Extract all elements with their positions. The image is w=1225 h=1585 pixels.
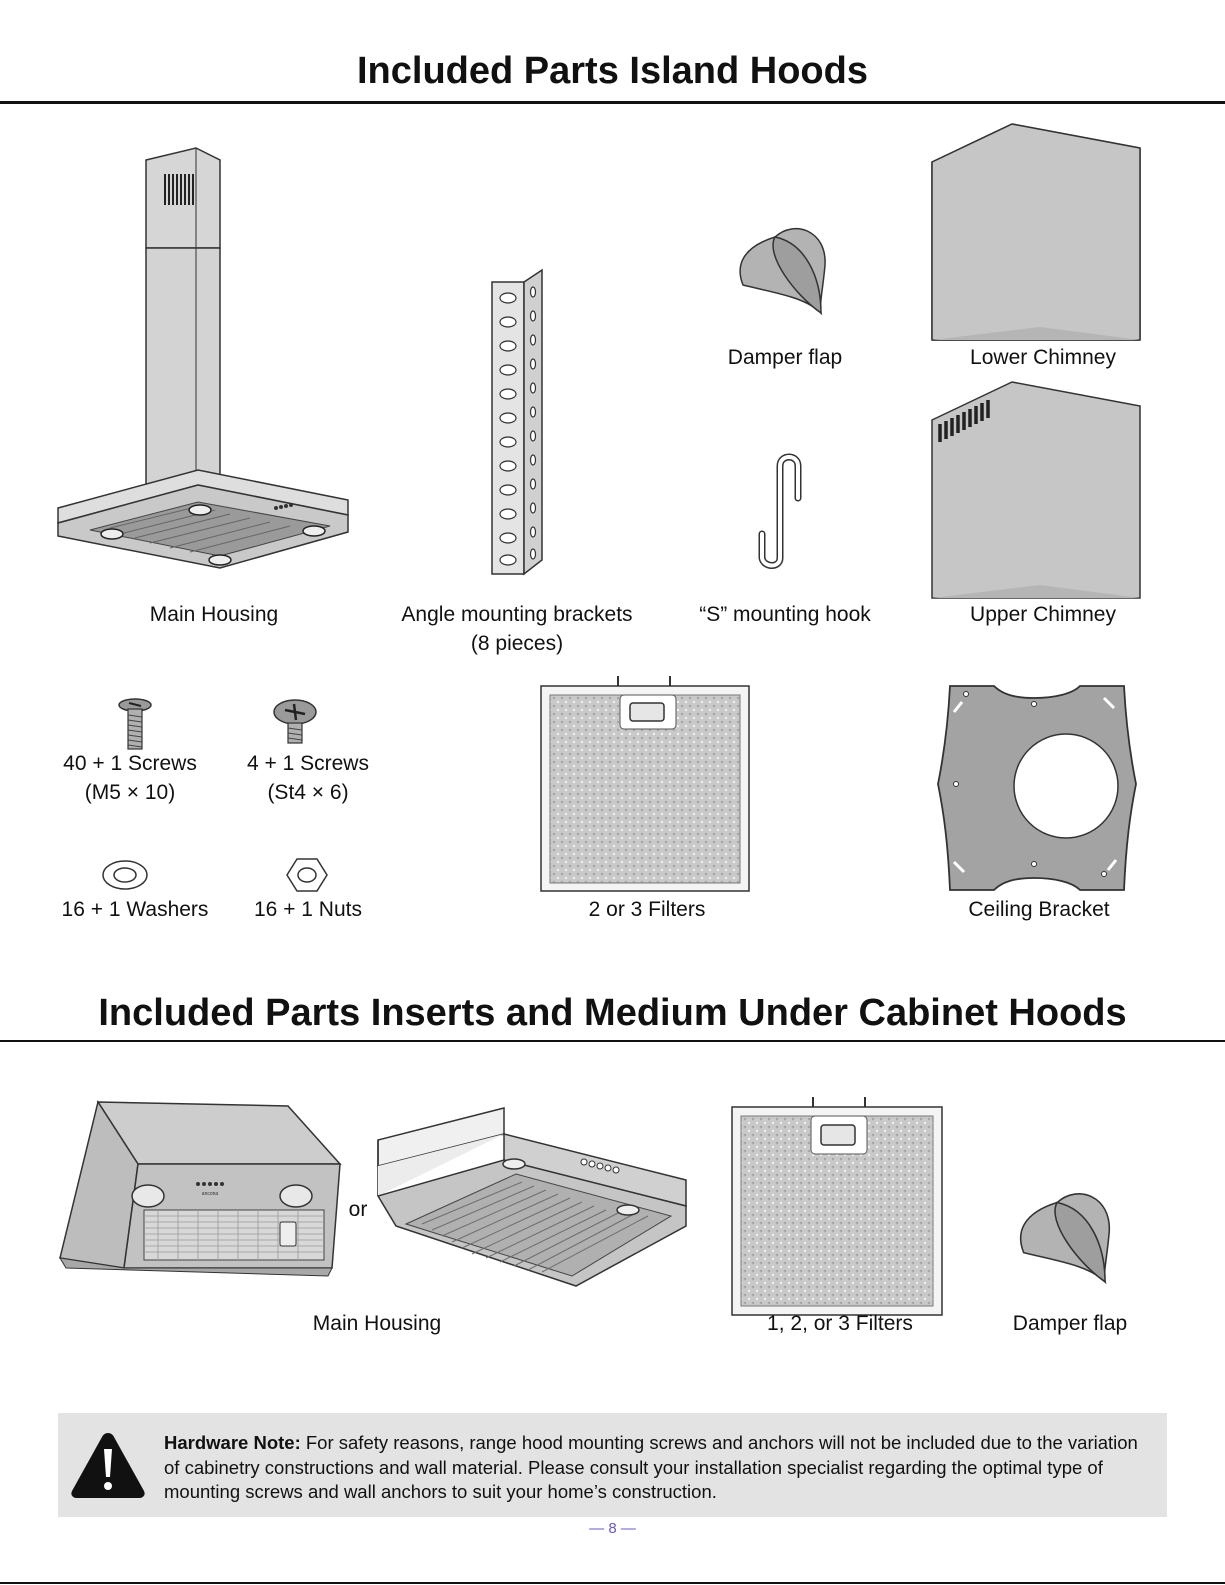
caption-ceiling-bracket: Ceiling Bracket bbox=[968, 898, 1110, 921]
section-divider-2 bbox=[0, 1040, 1225, 1042]
hardware-note-label: Hardware Note: bbox=[164, 1432, 301, 1453]
caption-damper-flap: Damper flap bbox=[727, 346, 843, 369]
hardware-note-box: Hardware Note: For safety reasons, range… bbox=[58, 1413, 1167, 1517]
nut-icon bbox=[286, 858, 328, 892]
screw-st4-icon bbox=[273, 699, 317, 744]
caption-angle-brackets: Angle mounting brackets bbox=[401, 603, 633, 626]
page-bottom-rule bbox=[0, 1582, 1225, 1584]
screw-m5-icon bbox=[118, 698, 152, 750]
caption-filters-2: 1, 2, or 3 Filters bbox=[767, 1312, 913, 1335]
damper-flap-illustration bbox=[739, 227, 826, 316]
caption-washers: 16 + 1 Washers bbox=[61, 898, 209, 921]
or-label: or bbox=[348, 1198, 368, 1221]
caption-screws-m5-size: (M5 × 10) bbox=[84, 781, 176, 804]
under-cabinet-hood-illustration bbox=[376, 1107, 687, 1287]
hardware-note-body: For safety reasons, range hood mounting … bbox=[164, 1432, 1138, 1502]
section-divider bbox=[0, 101, 1225, 104]
lower-chimney-illustration bbox=[931, 123, 1141, 341]
page-number: — 8 — bbox=[589, 1520, 636, 1537]
damper-flap-illustration-2 bbox=[1019, 1193, 1111, 1285]
hardware-note-text: Hardware Note: For safety reasons, range… bbox=[164, 1431, 1154, 1505]
caption-screws-st4-size: (St4 × 6) bbox=[267, 781, 349, 804]
caption-nuts: 16 + 1 Nuts bbox=[254, 898, 362, 921]
section-title-inserts: Included Parts Inserts and Medium Under … bbox=[98, 992, 1127, 1034]
caption-screws-st4: 4 + 1 Screws bbox=[247, 752, 369, 775]
insert-hood-illustration: ancona bbox=[59, 1100, 342, 1277]
angle-bracket-illustration bbox=[491, 268, 543, 576]
grease-filter-illustration-2 bbox=[731, 1097, 943, 1316]
ceiling-bracket-illustration bbox=[937, 685, 1137, 891]
caption-screws-m5: 40 + 1 Screws bbox=[63, 752, 197, 775]
caption-main-housing-2: Main Housing bbox=[312, 1312, 442, 1335]
caption-s-hook: “S” mounting hook bbox=[699, 603, 871, 626]
caption-lower-chimney: Lower Chimney bbox=[970, 346, 1116, 369]
warning-icon bbox=[71, 1433, 145, 1498]
washer-icon bbox=[102, 860, 148, 890]
caption-upper-chimney: Upper Chimney bbox=[970, 603, 1116, 626]
caption-filters: 2 or 3 Filters bbox=[588, 898, 706, 921]
insert-hood-brand: ancona bbox=[202, 1191, 219, 1197]
island-hood-illustration bbox=[57, 147, 349, 569]
caption-main-housing: Main Housing bbox=[149, 603, 279, 626]
caption-damper-flap-2: Damper flap bbox=[1012, 1312, 1128, 1335]
grease-filter-illustration bbox=[540, 676, 750, 892]
upper-chimney-illustration bbox=[931, 381, 1141, 599]
s-hook-illustration bbox=[758, 453, 802, 569]
section-title-island-hoods: Included Parts Island Hoods bbox=[357, 50, 868, 92]
caption-angle-brackets-qty: (8 pieces) bbox=[470, 632, 564, 655]
